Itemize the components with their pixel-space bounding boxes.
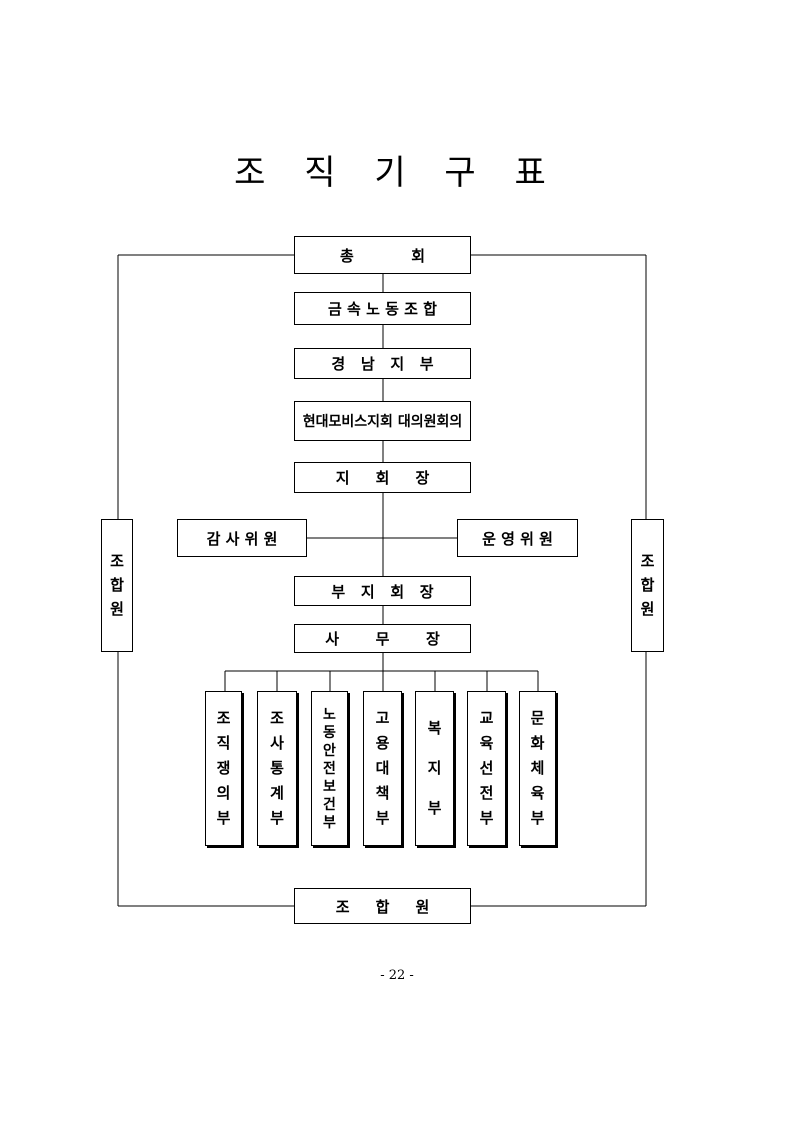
dept-char: 화 [530,734,545,752]
dept-char: 계 [270,784,284,802]
dept-char: 문 [530,709,545,727]
dept-char: 부 [530,809,545,827]
vice-chief-box: 부 지 회 장 [294,576,471,606]
dept-char: 전 [323,760,336,777]
dept-char: 부 [375,809,390,827]
dept-char: 책 [375,784,390,802]
gyeongnam-branch-box: 경 남 지 부 [294,348,471,379]
dept-organizing-box: 조 직 쟁 의 부 [205,691,242,846]
dept-char: 육 [479,734,494,752]
dept-char: 통 [270,759,284,777]
dept-char: 쟁 [216,759,231,777]
dept-char: 안 [323,742,336,759]
metal-union-box: 금 속 노 동 조 합 [294,292,471,325]
dept-char: 부 [270,809,284,827]
dept-char: 대 [375,759,390,777]
dept-char: 의 [216,784,231,802]
dept-welfare-box: 복 지 부 [415,691,454,846]
dept-char: 동 [323,724,336,741]
dept-char: 체 [530,759,545,777]
side-char: 합 [640,576,655,594]
dept-education-box: 교 육 선 전 부 [467,691,506,846]
dept-char: 부 [427,799,442,817]
delegates-meeting-box: 현대모비스지회 대의원회의 [294,401,471,441]
side-char: 조 [110,552,124,570]
dept-labor-safety-box: 노 동 안 전 보 건 부 [311,691,348,846]
side-char: 합 [110,576,124,594]
dept-char: 교 [479,709,494,727]
dept-char: 부 [216,809,231,827]
dept-research-stats-box: 조 사 통 계 부 [257,691,297,846]
dept-char: 건 [323,796,336,813]
dept-char: 조 [216,709,231,727]
dept-char: 전 [479,784,494,802]
side-char: 원 [110,600,124,618]
dept-employment-box: 고 용 대 책 부 [363,691,402,846]
dept-char: 선 [479,759,494,777]
general-assembly-box: 총 회 [294,236,471,274]
dept-char: 지 [427,759,442,777]
dept-char: 용 [375,734,390,752]
dept-char: 육 [530,784,545,802]
dept-char: 직 [216,734,231,752]
audit-committee-box: 감 사 위 원 [177,519,307,557]
side-char: 조 [640,552,655,570]
dept-char: 고 [375,709,390,727]
dept-char: 부 [323,814,336,831]
dept-char: 부 [479,809,494,827]
dept-char: 복 [427,719,442,737]
union-members-right-box: 조 합 원 [631,519,664,652]
dept-culture-sports-box: 문 화 체 육 부 [519,691,556,846]
dept-char: 사 [270,734,284,752]
union-members-bottom-box: 조 합 원 [294,888,471,924]
page-title: 조 직 기 구 표 [234,153,560,193]
dept-char: 노 [323,706,336,723]
branch-chief-box: 지 회 장 [294,462,471,493]
union-members-left-box: 조 합 원 [101,519,133,652]
dept-char: 조 [270,709,284,727]
page-number: - 22 - [380,968,414,983]
secretary-general-box: 사 무 장 [294,624,471,653]
steering-committee-box: 운 영 위 원 [457,519,578,557]
dept-char: 보 [323,778,336,795]
side-char: 원 [640,600,655,618]
